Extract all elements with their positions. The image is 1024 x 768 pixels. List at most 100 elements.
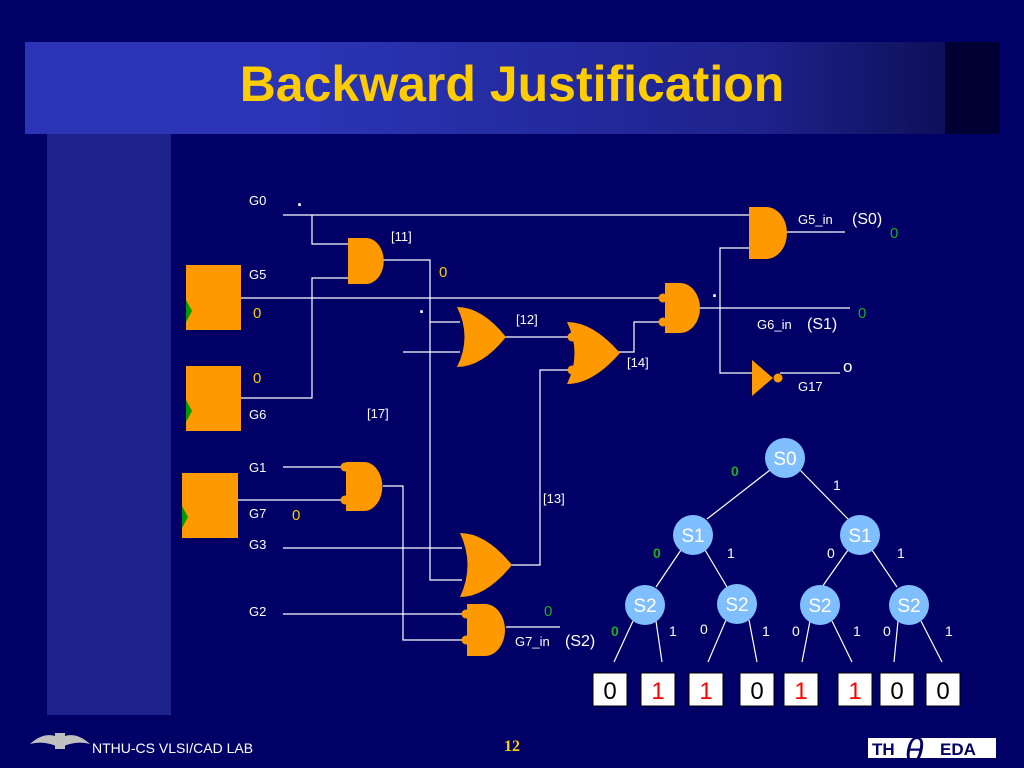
theda-logo-th: TH [872,740,895,759]
label-net-12: [12] [516,312,538,327]
edge-s1a-left [655,549,682,588]
tree-node-s1-left [673,515,713,555]
leaf-box-4 [783,672,819,707]
tree-node-s1-right [840,515,880,555]
edge-label-leaf-7: 1 [945,623,953,639]
edge-s1b-right [871,549,898,588]
tree-node-root [765,438,805,478]
value-g6: 0 [253,370,261,387]
tree-node-s2-3 [800,585,840,625]
edge-root-left [706,469,771,520]
edge-label-s1a-left: 0 [653,545,661,561]
theda-logo: TH θ EDA [868,732,996,768]
wire-n13 [510,369,570,566]
tree-node-s2-1 [625,585,665,625]
edge-root-right [799,469,849,520]
value-g6-in: 0 [858,305,866,322]
side-band [47,134,171,715]
leaf-box-7 [925,672,961,707]
label-state-s0: (S0) [852,211,882,228]
wire-n11 [383,259,462,581]
and-gate-g5in [749,207,787,259]
leaf-value-7: 0 [936,678,949,705]
inverter-gate-g17 [752,360,773,396]
tree-node-s1-left-label: S1 [681,526,704,547]
edge-s1a-right [704,549,728,588]
or-gate-13 [460,533,512,597]
tree-node-s2-2 [717,584,757,624]
page-number: 12 [504,738,520,755]
label-g2: G2 [249,604,266,619]
leaf-box-3 [739,672,775,707]
tree-node-root-label: S0 [773,449,796,470]
leaf-value-3: 0 [750,678,763,705]
leaf-box-2 [688,672,724,707]
label-net-17: [17] [367,406,389,421]
title-band [25,42,1000,134]
marker-g6-in: · [712,286,718,306]
wire-n17 [383,485,462,641]
edge-label-leaf-2: 0 [700,621,708,637]
tree-node-s2-2-label: S2 [725,595,748,616]
or-gate-14 [567,322,620,384]
wire-g0-branch [311,215,350,245]
theda-logo-theta: θ [905,732,924,768]
and-gate-g7in [467,604,505,656]
marker-net-11: · [419,302,425,322]
clock-marker-g5 [186,300,192,322]
value-g7-in: 0 [544,603,552,620]
footer-lab-name: NTHU-CS VLSI/CAD LAB [92,740,254,756]
value-g17: o [843,357,852,376]
edge-label-leaf-0: 0 [611,623,619,639]
leaf-value-4: 1 [794,678,807,705]
leaf-value-1: 1 [651,678,664,705]
inverter-bubble-17a [340,462,350,472]
edge-label-leaf-4: 0 [792,623,800,639]
edge-leaf-4 [801,620,811,663]
wire-to-g17 [700,307,752,374]
edge-label-root-right: 1 [833,477,841,493]
edge-leaf-7 [920,620,943,663]
edge-label-root-left: 0 [731,463,739,479]
value-g5: 0 [253,305,261,322]
inverter-bubble-14a [567,332,577,342]
label-net-13: [13] [543,491,565,506]
theda-logo-bar [868,738,996,758]
edge-leaf-6 [893,620,899,663]
label-g7-in: G7_in [515,634,550,649]
tree-edges [613,469,943,663]
label-g0: G0 [249,193,266,208]
and-gate-11 [348,238,384,284]
leaf-value-5: 1 [848,678,861,705]
label-g3: G3 [249,537,266,552]
edge-label-s1b-left: 0 [827,545,835,561]
label-net-11: [11] [391,229,412,244]
label-g1: G1 [249,460,266,475]
edge-label-s1b-right: 1 [897,545,905,561]
edge-leaf-2 [707,619,727,663]
tree-node-s2-4-label: S2 [897,596,920,617]
leaf-value-2: 1 [699,678,712,705]
clock-marker-g6 [186,400,192,422]
leaf-value-0: 0 [603,678,616,705]
label-net-14: [14] [627,355,649,370]
leaf-box-5 [837,672,873,707]
edge-label-leaf-1: 1 [669,623,677,639]
or-gate-12 [457,307,506,367]
flip-flop-g5 [186,265,241,330]
edge-leaf-1 [655,620,663,663]
tower-icon [55,733,65,749]
clock-marker-g7 [182,506,188,528]
leaf-box-0 [592,672,628,707]
inverter-bubble-17b [340,495,350,505]
slide-title: Backward Justification [239,56,785,112]
value-g5-in: 0 [890,225,898,242]
inverter-bubble-g6b [658,317,668,327]
edge-label-leaf-5: 1 [853,623,861,639]
value-net-11: 0 [439,264,447,281]
wire-g6 [241,298,313,399]
tree-node-s2-1-label: S2 [633,596,656,617]
marker-g0: · [297,195,303,215]
